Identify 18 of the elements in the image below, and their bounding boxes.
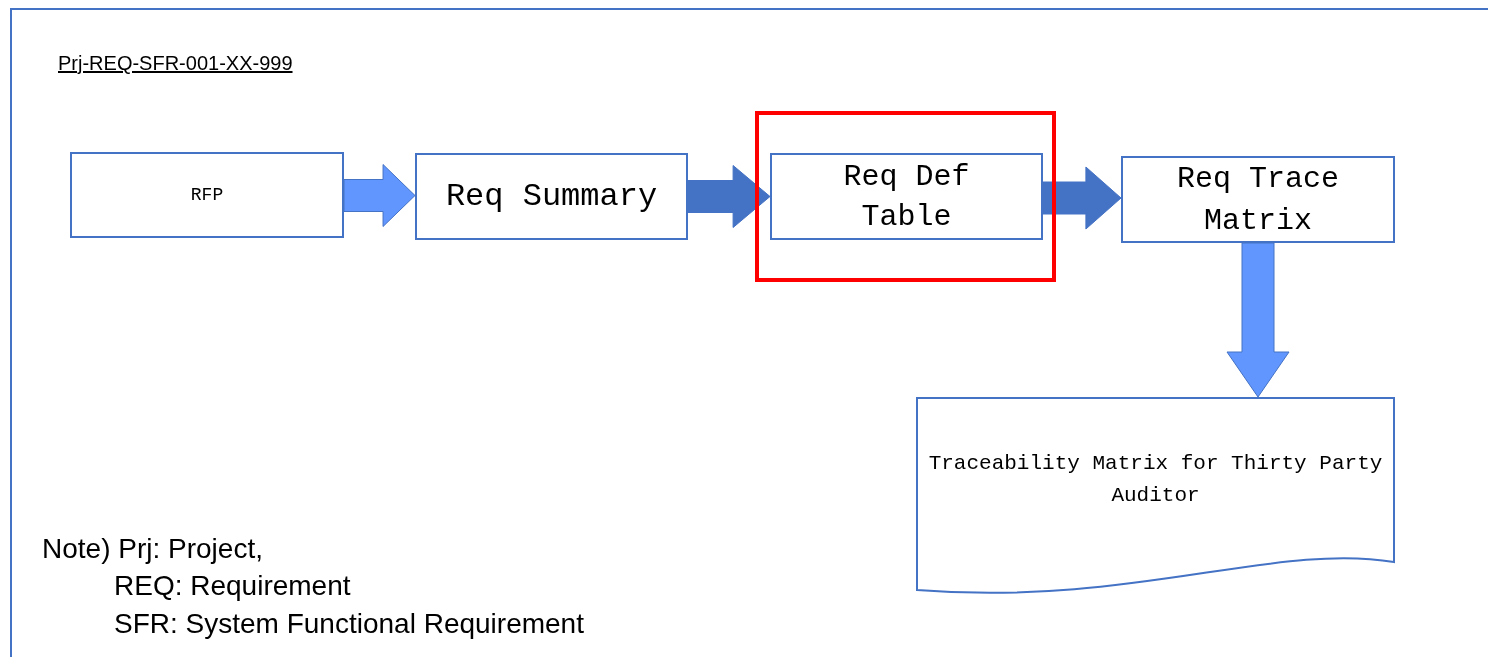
note-text: REQ: Requirement bbox=[114, 569, 351, 603]
process-box bbox=[770, 153, 1043, 240]
block-arrow bbox=[343, 164, 416, 227]
process-box bbox=[1121, 156, 1395, 243]
process-box bbox=[70, 152, 344, 238]
note-text: Note) Prj: Project, bbox=[42, 532, 263, 566]
document-id: Prj-REQ-SFR-001-XX-999 bbox=[58, 51, 293, 76]
box-label: Req Def Table bbox=[842, 158, 971, 236]
note-text: SFR: System Functional Requirement bbox=[114, 607, 584, 641]
box-label: RFP bbox=[189, 183, 225, 207]
block-arrow bbox=[1042, 166, 1122, 230]
block-arrow bbox=[1226, 242, 1290, 398]
box-label: Req Summary bbox=[444, 176, 659, 217]
box-label: Traceability Matrix for Thirty Party Auditor bbox=[927, 450, 1384, 509]
process-box bbox=[415, 153, 688, 240]
block-arrow bbox=[687, 165, 771, 228]
highlight-frame bbox=[755, 111, 1056, 282]
box-label: Req Trace Matrix bbox=[1176, 160, 1340, 240]
